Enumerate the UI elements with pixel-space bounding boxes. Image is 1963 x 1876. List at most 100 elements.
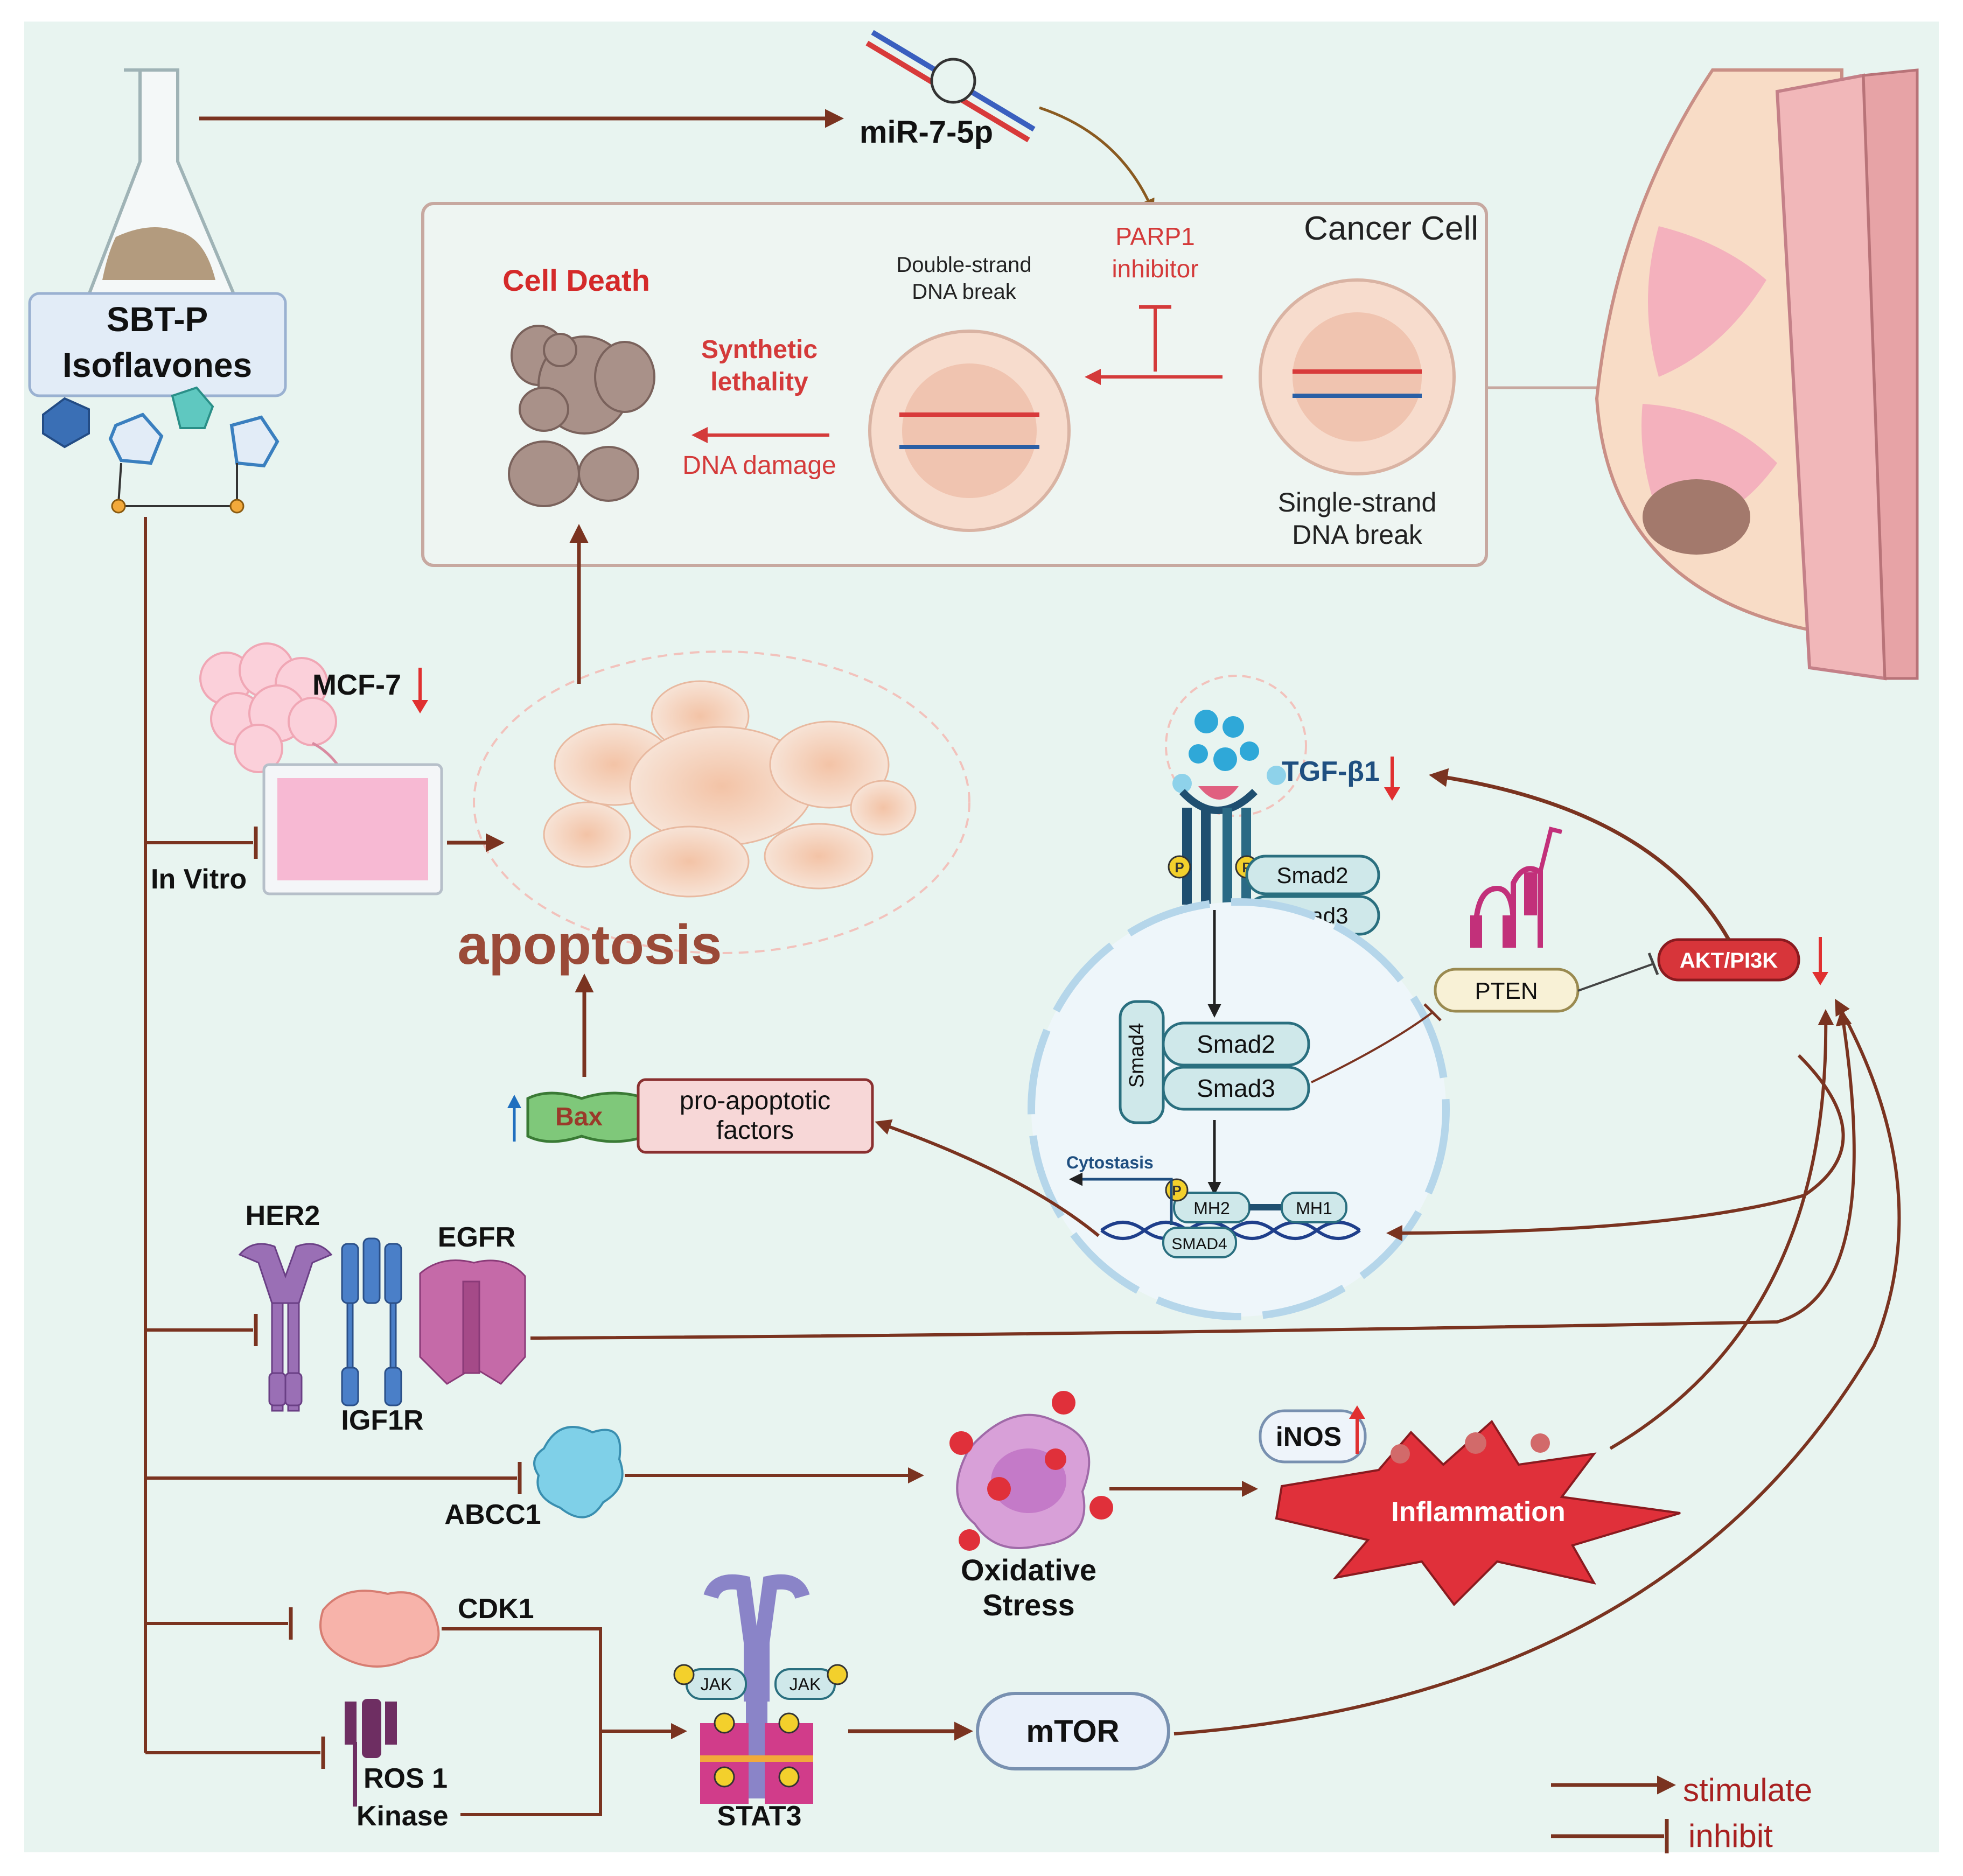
- smad4-label: Smad4: [1126, 1023, 1148, 1088]
- source-box: [28, 292, 287, 397]
- arrow-akt-to-dna: [1386, 1054, 1845, 1241]
- radical-burst-icons: [949, 1391, 1113, 1551]
- single-strand-line2: DNA break: [1292, 520, 1423, 550]
- arrow-cytostasis: [1069, 1172, 1173, 1225]
- bax-label: Bax: [555, 1103, 603, 1131]
- abcc1-protein-icon: [533, 1426, 624, 1518]
- inflammation-particles-icon: [1391, 1432, 1550, 1464]
- igf1r-label: IGF1R: [341, 1405, 423, 1436]
- apoptosis-halo: [473, 650, 970, 954]
- ros1-kinase-icon: [345, 1699, 397, 1807]
- double-strand-line2: DNA break: [912, 280, 1016, 304]
- her2-receptor-icon: [238, 1243, 333, 1412]
- dna-damage-label: DNA damage: [682, 451, 836, 480]
- pten-protein-icon: [1470, 827, 1562, 948]
- cdk1-protein-icon: [319, 1590, 440, 1668]
- smad4-dna-box: [1162, 1227, 1237, 1258]
- smad4-box: [1119, 1000, 1165, 1124]
- tgf-ligand-halo: [1165, 675, 1307, 817]
- legend-inhibit-label: inhibit: [1688, 1818, 1773, 1854]
- tgf-down-arrow-icon: [1384, 757, 1400, 801]
- stat3-label: STAT3: [717, 1801, 802, 1832]
- akt-down-arrow-icon: [1812, 937, 1828, 985]
- single-strand-cell-icon: [1259, 278, 1456, 475]
- in-vitro-label: In Vitro: [151, 864, 247, 895]
- smad2-top-label: Smad2: [1276, 863, 1348, 888]
- akt-label: AKT/PI3K: [1680, 949, 1778, 972]
- tgf-label: TGF-β1: [1282, 756, 1380, 787]
- mirna-strand-icon: [865, 30, 1036, 143]
- apoptosis-label: apoptosis: [457, 914, 722, 976]
- abcc1-label: ABCC1: [444, 1499, 541, 1530]
- mirna-label: miR-7-5p: [860, 115, 993, 150]
- mh2-label: MH2: [1193, 1199, 1230, 1218]
- smad2-mid-label: Smad2: [1197, 1030, 1275, 1058]
- inos-label: iNOS: [1276, 1422, 1342, 1452]
- inhibit-pten-to-akt-cap: [1647, 953, 1659, 975]
- isoflavone-structure-icon: [42, 386, 280, 514]
- parp1-line1: PARP1: [1115, 222, 1194, 250]
- ros1-line2: Kinase: [357, 1801, 449, 1832]
- pten-label: PTEN: [1475, 978, 1538, 1004]
- arrow-akt-to-tgf: [1429, 768, 1731, 941]
- inhibit-smad-to-pten-cap: [1423, 1003, 1442, 1021]
- jak-right-label: JAK: [790, 1675, 821, 1694]
- oxidative-line2: Stress: [982, 1588, 1074, 1622]
- mtor-label: mTOR: [1026, 1714, 1120, 1749]
- double-strand-line1: Double-strand: [896, 253, 1031, 277]
- line-cdk1-to-stat3: [442, 1627, 602, 1731]
- double-strand-cell-icon: [868, 330, 1071, 532]
- cdk1-label: CDK1: [458, 1593, 534, 1625]
- line-egfr-to-akt: [530, 1009, 1856, 1340]
- mh2-phospho-label: P: [1172, 1182, 1181, 1199]
- dead-cell-fragments-icon: [508, 325, 655, 507]
- source-line2: Isoflavones: [62, 346, 252, 384]
- inhibit-smad-to-pten: [1311, 1011, 1434, 1083]
- synthetic-lethality-line2: lethality: [710, 368, 808, 396]
- inflammation-label: Inflammation: [1391, 1496, 1566, 1528]
- breast-anatomy-icon: [1595, 68, 1919, 681]
- parp1-line2: inhibitor: [1112, 255, 1198, 283]
- legend-stimulate-label: stimulate: [1683, 1772, 1812, 1808]
- pro-apoptotic-line1: pro-apoptotic: [680, 1087, 830, 1115]
- pro-apoptotic-box: [637, 1078, 874, 1154]
- arrow-mtor-to-akt: [1173, 998, 1901, 1735]
- well-plate-icon: [262, 763, 443, 895]
- line-ros1-to-stat3: [460, 1731, 602, 1816]
- arrow-mirna-to-parp1: [1039, 106, 1155, 213]
- mtor-box: [976, 1692, 1170, 1770]
- mh1-box: [1281, 1192, 1347, 1223]
- stat3-phospho-icons: [673, 1664, 848, 1788]
- inhibit-pten-to-akt: [1577, 963, 1654, 992]
- smad4-dna-label: SMAD4: [1171, 1235, 1227, 1253]
- mcf7-cells-icon: [199, 642, 337, 773]
- cytostasis-label: Cytostasis: [1066, 1153, 1154, 1172]
- pro-apoptotic-line2: factors: [716, 1116, 794, 1145]
- arrow-inflammation-to-akt: [1609, 1009, 1834, 1450]
- mcf7-label: MCF-7: [312, 669, 401, 701]
- smad2-mid-box: [1162, 1021, 1310, 1067]
- egfr-label: EGFR: [438, 1222, 515, 1253]
- her2-label: HER2: [246, 1200, 320, 1231]
- cell-death-label: Cell Death: [502, 263, 650, 297]
- source-line1: SBT-P: [107, 300, 208, 339]
- smad3-mid-box: [1162, 1066, 1310, 1111]
- egfr-receptor-icon: [419, 1259, 526, 1385]
- apoptotic-cells-icon: [543, 680, 917, 898]
- inos-box: [1259, 1409, 1367, 1464]
- cancer-cell-title: Cancer Cell: [1304, 210, 1478, 247]
- smad2-top-box: [1245, 855, 1380, 895]
- mcf7-down-arrow-icon: [412, 668, 428, 713]
- synthetic-lethality-line1: Synthetic: [701, 335, 818, 364]
- oxidative-line1: Oxidative: [961, 1553, 1096, 1587]
- jak-left-label: JAK: [701, 1675, 732, 1694]
- igf1r-receptor-icon: [341, 1237, 402, 1406]
- tgf-ligand-icon: [1172, 710, 1286, 793]
- smad3-mid-label: Smad3: [1197, 1074, 1275, 1102]
- inos-up-arrow-icon: [1349, 1405, 1365, 1454]
- tgf-phospho-left-label: P: [1175, 859, 1184, 876]
- tgf-receptor-icon: [1179, 786, 1258, 905]
- bax-up-arrow-icon: [507, 1095, 521, 1142]
- stat3-receptor-icon: [700, 1574, 813, 1804]
